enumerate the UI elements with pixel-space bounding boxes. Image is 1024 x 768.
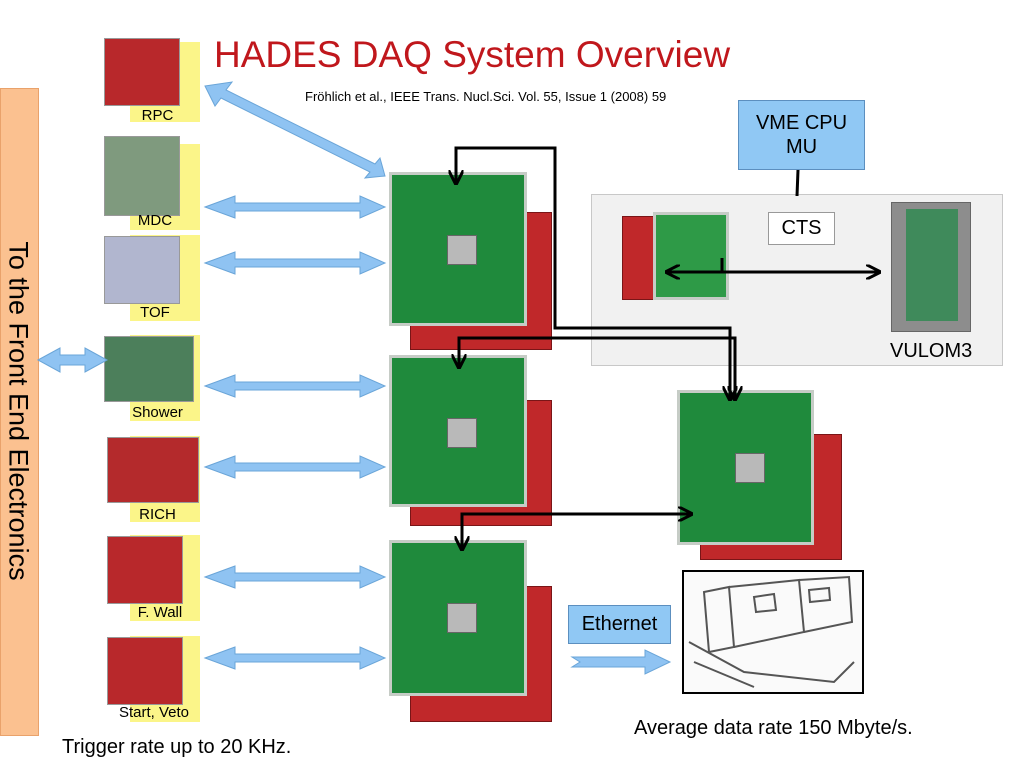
hub1-trigger-line [456, 146, 730, 398]
computer-sketch-image [682, 570, 864, 694]
vulom3-pcb [906, 209, 958, 321]
rich-link-arrow [203, 455, 387, 479]
fpga-chip [447, 418, 477, 448]
fpga-chip [447, 603, 477, 633]
fpga-chip [735, 453, 765, 483]
vme-to-cts-line [795, 169, 800, 197]
start-veto-link-arrow [203, 646, 387, 670]
vulom3-module [891, 202, 971, 332]
detector-label-mdc: MDC [137, 212, 173, 229]
sketch-drawing [688, 575, 855, 688]
mdc-link-arrow [203, 195, 387, 219]
data-rate-text: Average data rate 150 Mbyte/s. [634, 717, 913, 739]
hub2-trigger-line [459, 336, 735, 398]
vme-cpu-label: VME CPU MU [755, 112, 848, 158]
rpc-board-photo [104, 38, 180, 106]
detector-label-shower: Shower [132, 404, 183, 421]
shower-link-arrow [203, 374, 387, 398]
start-veto-board-photo [107, 637, 183, 705]
detector-label-rich: RICH [139, 506, 176, 523]
hub-board-3 [389, 540, 527, 696]
trigger-lines [456, 146, 878, 548]
front-end-electronics-bar [0, 88, 39, 736]
vulom3-label: VULOM3 [890, 340, 973, 362]
tof-board-photo [104, 236, 180, 304]
fwall-board-photo [107, 536, 183, 604]
rpc-link-arrow [204, 81, 386, 179]
detector-label-start-veto: Start, Veto [118, 704, 190, 721]
vme-cpu-box: VME CPU MU [738, 100, 865, 170]
cts-box: CTS [768, 212, 835, 245]
page-title: HADES DAQ System Overview [214, 34, 731, 75]
shower-board-photo [104, 336, 194, 402]
mdc-board-photo [104, 136, 180, 216]
ethernet-box: Ethernet [568, 605, 671, 644]
central-board [677, 390, 814, 545]
citation: Fröhlich et al., IEEE Trans. Nucl.Sci. V… [305, 89, 667, 104]
fwall-link-arrow [203, 565, 387, 589]
detector-label-fwall: F. Wall [137, 604, 183, 621]
tof-link-arrow [203, 251, 387, 275]
detector-links [36, 81, 672, 675]
detector-label-rpc: RPC [141, 107, 174, 124]
rich-board-photo [107, 437, 199, 503]
detector-label-tof: TOF [140, 304, 170, 321]
hub3-trigger-line [462, 514, 690, 548]
trigger-rate-text: Trigger rate up to 20 KHz. [62, 736, 292, 758]
front-end-arrow [36, 347, 109, 373]
ethernet-arrow [570, 649, 672, 675]
